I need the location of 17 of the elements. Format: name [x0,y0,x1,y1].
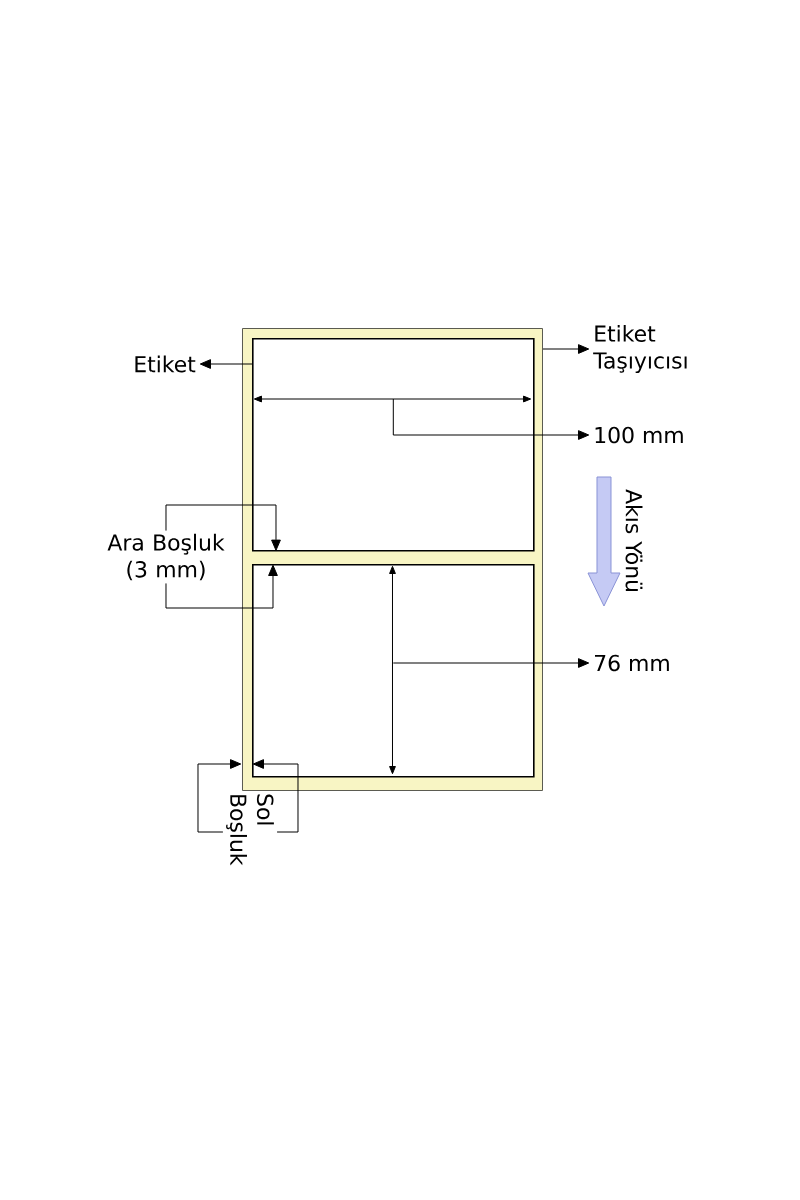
rotated-label: Akıs Yönü [625,489,643,591]
label-rectangle [252,338,535,552]
dimension-text: 100 mm [595,426,683,444]
callout-text: Etiket Taşıyıcısı [593,324,687,374]
leader-arrow [165,504,281,551]
leader-arrow [199,359,253,369]
callout-text: Etiket [135,355,196,373]
callout-text: Ara Boşluk (3 mm) [107,533,225,581]
leader-arrow [392,398,590,440]
label-rectangle [252,564,535,778]
leader-arrow [542,344,590,354]
callout-text: Sol Boşluk [226,794,274,866]
leader-arrow [392,658,590,668]
leader-arrow [197,759,242,833]
dimension-text: 76 mm [595,654,669,672]
leader-arrow [252,759,299,833]
leader-arrow [165,564,278,609]
